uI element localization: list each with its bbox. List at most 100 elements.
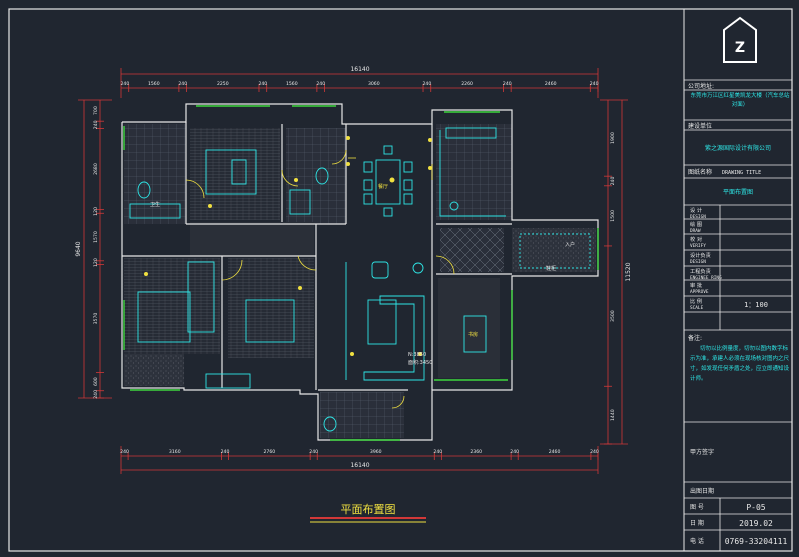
tb-row-cn: 审 批 bbox=[690, 281, 702, 289]
build-unit-label: 建设单位 bbox=[688, 122, 712, 130]
bottom-segment-label: 3160 bbox=[169, 449, 181, 455]
tb-row-en: ENGINEE RING bbox=[690, 275, 722, 281]
bed-3 bbox=[245, 299, 295, 343]
bottom-segment-label: 2360 bbox=[470, 449, 482, 455]
tb-row-en: APPROVE bbox=[690, 289, 709, 295]
bedroom-3-floor bbox=[228, 258, 314, 358]
right-total-dimension: 11520 bbox=[625, 262, 632, 281]
left-segment-label: 2680 bbox=[93, 163, 99, 175]
sheet-no-label: 图 号 bbox=[690, 504, 704, 511]
top-segment-label: 240 bbox=[316, 81, 325, 87]
drawing-name-en: DRAWING TITLE bbox=[722, 170, 761, 176]
shoe-cabinet-label: 鞋柜 bbox=[546, 265, 556, 272]
tb-row-cn: 比 例 bbox=[690, 297, 702, 305]
top-segment-label: 240 bbox=[590, 81, 599, 87]
company-address-label: 公司地址: bbox=[688, 82, 714, 90]
right-segment-label: 240 bbox=[610, 177, 616, 186]
left-segment-label: 3570 bbox=[93, 313, 99, 325]
bottom-segment-label: 240 bbox=[433, 449, 442, 455]
left-total-dimension: 9640 bbox=[75, 241, 82, 256]
area-note-1: N:3850 bbox=[408, 352, 426, 358]
bed-1 bbox=[205, 149, 257, 195]
tb-row-cn: 工程负责 bbox=[690, 267, 711, 275]
top-segment-label: 240 bbox=[503, 81, 512, 87]
tb-row-cn: 设计负责 bbox=[690, 251, 711, 259]
study-floor bbox=[438, 278, 500, 378]
build-unit: 紫之源国际设计有限公司 bbox=[705, 144, 771, 152]
tb-row-cn: 绘 图 bbox=[690, 220, 702, 228]
notes-label: 备注: bbox=[688, 334, 702, 342]
bottom-segment-label: 2760 bbox=[264, 449, 276, 455]
company-address: 东莞市万江区红星美凯龙大楼（汽车总站对面） bbox=[690, 93, 790, 108]
left-segment-label: 240 bbox=[93, 120, 99, 129]
top-segment-label: 1560 bbox=[148, 81, 160, 87]
drawing-name: 平面布置图 bbox=[723, 188, 753, 196]
tb-row-en: SCALE bbox=[690, 305, 704, 311]
bathroom-3-floor bbox=[320, 392, 404, 438]
left-segment-label: 1570 bbox=[93, 231, 99, 243]
coffee-table bbox=[367, 299, 397, 345]
left-segment-label: 120 bbox=[93, 207, 99, 216]
drawing-name-label: 图纸名称 bbox=[688, 168, 712, 176]
date-label: 日 期 bbox=[690, 519, 704, 527]
bottom-segment-label: 240 bbox=[120, 449, 129, 455]
top-segment-label: 2260 bbox=[461, 81, 473, 87]
company-address-box: 东莞市万江区红星美凯龙大楼（汽车总站对面） bbox=[690, 93, 790, 108]
bottom-dimensions bbox=[120, 446, 599, 474]
tb-row-cn: 校 对 bbox=[690, 235, 702, 243]
bottom-segment-label: 3960 bbox=[370, 449, 382, 455]
kitchen-floor bbox=[436, 124, 512, 220]
notes-box: 切勿以比例量度，切勿以图内数字标示为准，承建人必须在现场核对图内之尺寸，如发现任… bbox=[690, 346, 789, 382]
top-dimensions bbox=[120, 68, 599, 98]
phone-value: 0769-33204111 bbox=[725, 537, 788, 546]
right-dimensions bbox=[600, 99, 628, 445]
dining-table bbox=[375, 159, 401, 205]
balcony-floor bbox=[512, 228, 596, 272]
doors bbox=[185, 149, 455, 409]
tb-row-en: DRAW bbox=[690, 228, 701, 234]
left-dimensions bbox=[78, 99, 112, 399]
left-segment-label: 600 bbox=[93, 377, 99, 386]
bedroom-2-floor bbox=[124, 258, 220, 354]
tb-row-en: DESIGN bbox=[690, 259, 706, 265]
title-block-grid bbox=[684, 79, 792, 551]
corridor-floor bbox=[190, 222, 314, 256]
top-segment-label: 2250 bbox=[217, 81, 229, 87]
bed-2 bbox=[137, 291, 191, 343]
dining-label: 餐厅 bbox=[378, 183, 388, 190]
wash-label: 卫生 bbox=[150, 201, 160, 208]
area-note-2: 面积:3450 bbox=[408, 359, 432, 366]
tb-row-cn: 设 计 bbox=[690, 206, 702, 214]
bottom-segment-label: 240 bbox=[590, 449, 599, 455]
bottom-segment-label: 2460 bbox=[549, 449, 561, 455]
balcony-2-floor bbox=[124, 354, 184, 386]
top-segment-label: 240 bbox=[178, 81, 187, 87]
sheet-no: P-05 bbox=[746, 503, 765, 512]
entry-label: 入户 bbox=[565, 241, 575, 248]
bottom-total-dimension: 16140 bbox=[350, 462, 369, 469]
sofa bbox=[363, 295, 425, 381]
tb-row-en: DESIGN bbox=[690, 214, 706, 220]
logo-letter: Z bbox=[735, 40, 745, 56]
bottom-segment-label: 240 bbox=[309, 449, 318, 455]
top-segment-label: 1560 bbox=[286, 81, 298, 87]
tb-row-value: 1：100 bbox=[744, 301, 768, 309]
left-segment-label: 120 bbox=[93, 258, 99, 267]
bottom-segment-label: 240 bbox=[221, 449, 230, 455]
windows bbox=[123, 105, 599, 441]
right-segment-label: 1900 bbox=[610, 132, 616, 144]
date-out-label: 出图日期 bbox=[690, 487, 714, 495]
phone-label: 电 话 bbox=[690, 537, 704, 545]
drawing-title: 平面布置图 bbox=[341, 503, 396, 516]
top-segment-label: 3060 bbox=[368, 81, 380, 87]
title-block: Z 公司地址: 东莞市万江区红星美凯龙 bbox=[684, 16, 792, 551]
tb-row-en: VERIFY bbox=[690, 243, 706, 249]
floor-plan: 16140 240 1560 240 2250 240 1560 240 3060 240 226… bbox=[75, 66, 632, 474]
right-segment-label: 1500 bbox=[610, 210, 616, 222]
top-segment-label: 240 bbox=[120, 81, 129, 87]
